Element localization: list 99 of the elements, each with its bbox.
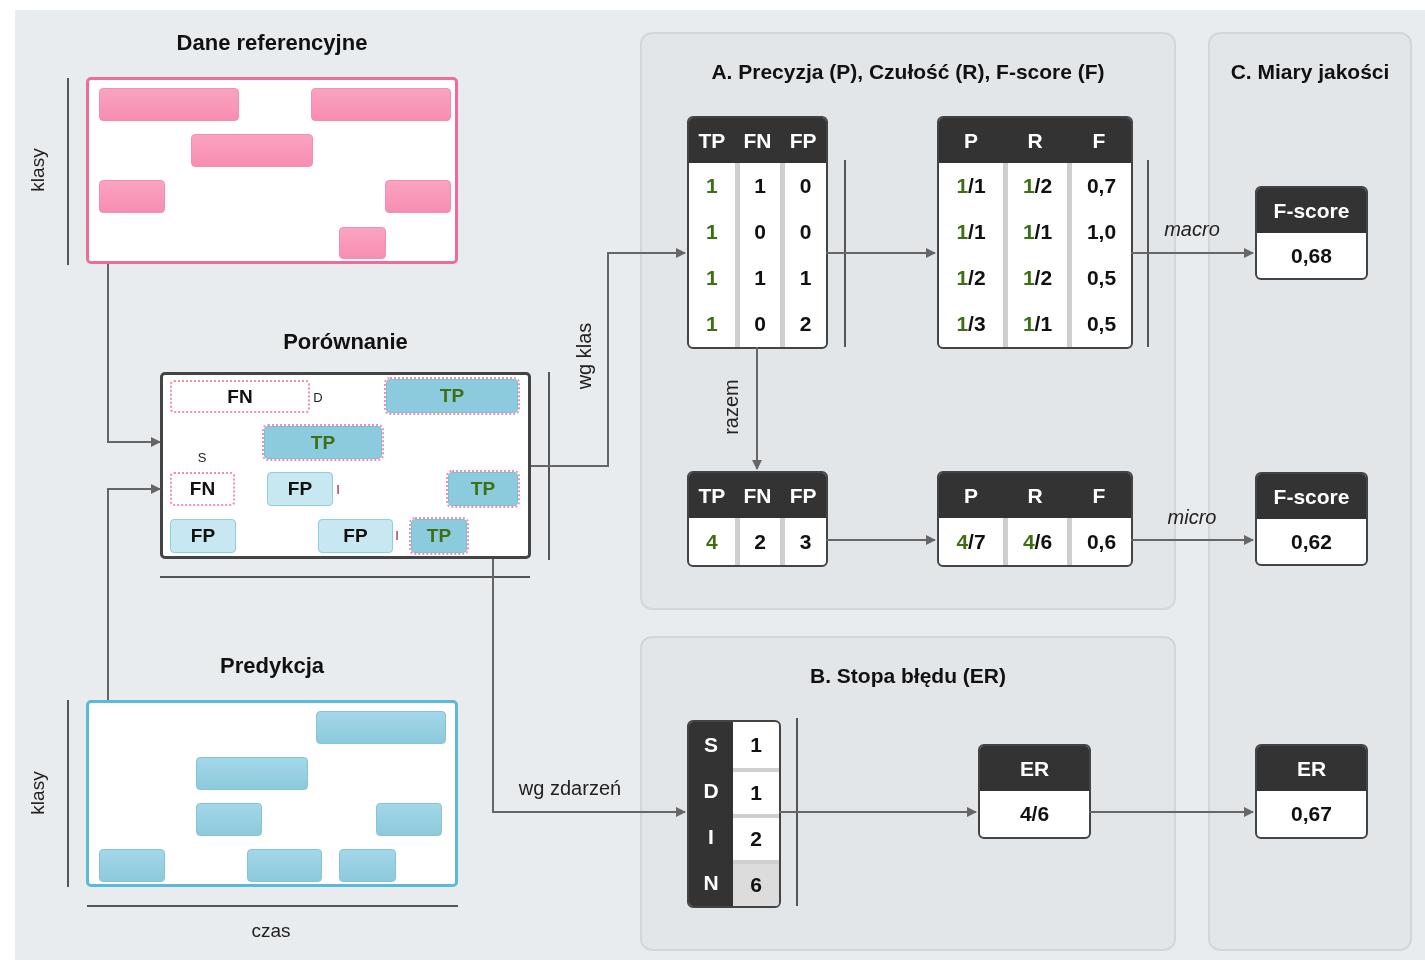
table-value: 1	[749, 732, 763, 758]
table-value: 4/6	[1003, 518, 1067, 565]
column-header: F	[1067, 118, 1131, 163]
table-value: 1/1	[1003, 209, 1067, 255]
table-value: 2	[734, 518, 781, 565]
table-value: 1/2	[955, 265, 987, 291]
table-value: 1	[780, 255, 826, 301]
row-header: D	[689, 768, 733, 814]
table-value: 6	[733, 860, 779, 906]
table-value: 1	[705, 219, 719, 245]
missed-segment: FN	[170, 472, 235, 506]
axis-label: klasy	[27, 771, 49, 815]
table-value: 0,5	[1067, 255, 1131, 301]
table-value: 4	[705, 528, 719, 555]
column-header: P	[939, 118, 1003, 163]
column-header: ER	[980, 746, 1089, 791]
edge-label: macro	[1164, 217, 1220, 241]
table-value: 1/3	[955, 311, 987, 337]
data-table	[978, 744, 1091, 839]
table-value: 0	[780, 209, 826, 255]
arrow	[530, 248, 686, 467]
panel-title: Predykcja	[219, 653, 325, 679]
column-header: R	[1003, 473, 1067, 518]
matched-segment: TP	[386, 379, 518, 413]
matched-segment: TP	[264, 426, 382, 459]
table-value: 1	[734, 163, 781, 209]
column-header: F-score	[1257, 474, 1366, 519]
arrow	[752, 346, 762, 470]
table-value: 0,62	[1290, 528, 1333, 555]
table-value: 2	[780, 301, 826, 347]
axis-label: klasy	[27, 148, 49, 192]
table-value: 1/1	[1003, 301, 1067, 347]
column-header: F	[1067, 473, 1131, 518]
table-value: 4/6	[1018, 801, 1051, 827]
row-header: I	[689, 814, 733, 860]
table-value: 0	[734, 209, 781, 255]
error-marker: I	[395, 527, 399, 543]
column-header: ER	[1257, 746, 1366, 791]
panel-title: A. Precyzja (P), Czułość (R), F-score (F)	[710, 60, 1106, 84]
table-value: 1/2	[1003, 163, 1067, 209]
table-value: 1/1	[955, 219, 987, 245]
column-header: FP	[780, 473, 826, 518]
edge-label: wg klas	[572, 322, 596, 390]
error-marker: I	[336, 481, 340, 497]
row-header: N	[689, 860, 733, 906]
missed-segment: FN	[170, 380, 310, 413]
panel-title: Dane referencyjne	[175, 30, 369, 56]
column-header: FP	[780, 118, 826, 163]
table-value: 1	[733, 768, 779, 814]
arrow	[492, 558, 686, 817]
table-value: 1	[705, 173, 719, 199]
error-marker: S	[197, 449, 207, 465]
table-value: 4/7	[955, 528, 987, 555]
matched-segment: TP	[411, 519, 467, 553]
data-table	[687, 720, 781, 908]
table-value: 0,7	[1067, 163, 1131, 209]
panel-title: B. Stopa błędu (ER)	[809, 664, 1007, 688]
table-value: 0,67	[1290, 801, 1333, 827]
false-segment: FP	[170, 519, 236, 553]
column-header: TP	[689, 473, 735, 518]
column-header: F-score	[1257, 188, 1366, 233]
data-table	[1255, 744, 1368, 839]
false-segment: FP	[318, 519, 393, 553]
table-value: 1	[705, 311, 719, 337]
table-value: 1	[734, 255, 781, 301]
false-segment: FP	[267, 472, 333, 506]
table-value: 1,0	[1067, 209, 1131, 255]
column-header: FN	[734, 473, 781, 518]
data-table	[937, 471, 1133, 567]
column-header: TP	[689, 118, 735, 163]
column-header: P	[939, 473, 1003, 518]
section-panel	[640, 636, 1176, 951]
table-value: 1	[705, 265, 719, 291]
column-header: R	[1003, 118, 1067, 163]
data-table	[687, 471, 828, 567]
data-table	[687, 116, 828, 349]
data-table	[1255, 472, 1368, 566]
panel-title: C. Miary jakości	[1229, 60, 1391, 84]
table-value: 0	[780, 163, 826, 209]
arrow	[107, 484, 161, 701]
matched-segment: TP	[448, 472, 518, 506]
table-value: 0,68	[1290, 242, 1333, 269]
arrow	[107, 263, 161, 447]
table-value: 3	[780, 518, 826, 565]
table-value: 1/1	[955, 173, 987, 199]
data-table	[937, 116, 1133, 349]
table-value: 1/2	[1003, 255, 1067, 301]
edge-label: razem	[719, 379, 743, 435]
table-value: 0,6	[1067, 518, 1131, 565]
table-value: 0	[734, 301, 781, 347]
edge-label: micro	[1167, 505, 1217, 529]
edge-label: wg zdarzeń	[518, 776, 622, 800]
axis-label: czas	[251, 920, 291, 942]
panel-title: Porównanie	[282, 329, 409, 355]
data-table	[1255, 186, 1368, 280]
error-marker: D	[313, 389, 323, 405]
column-header: FN	[734, 118, 781, 163]
row-header: S	[689, 722, 733, 768]
table-value: 0,5	[1067, 301, 1131, 347]
